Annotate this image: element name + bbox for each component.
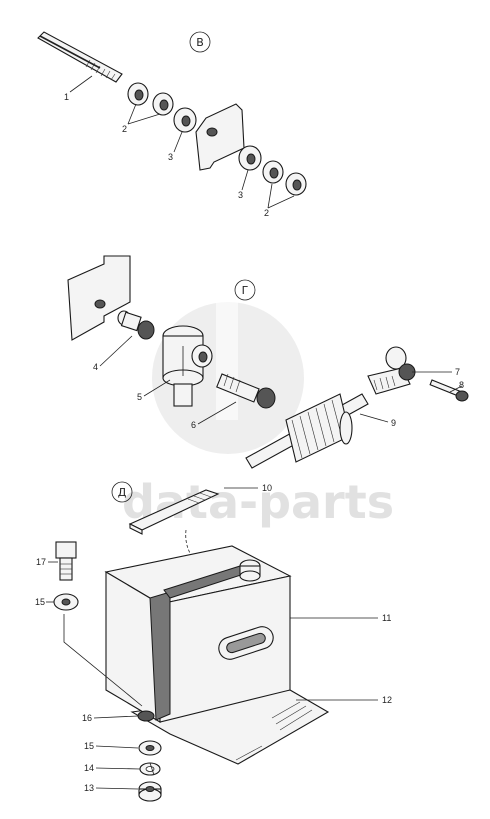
callout-3: 3 [238,190,243,200]
part-5-body [162,325,213,407]
section-d: Д [46,481,378,802]
part-2-nut-lower-a [262,160,284,184]
section-g: Г [67,255,469,469]
part-10-strip [128,489,220,535]
callout-5: 5 [137,392,142,402]
callout-17: 17 [36,557,46,567]
section-b: В [37,31,307,209]
part-2-nut-upper-b [152,92,174,116]
callout-6: 6 [191,420,196,430]
part-8-screw [429,379,469,402]
callout-11: 11 [382,613,391,623]
callout-3: 3 [168,152,173,162]
part-15-washer-lower [138,740,162,756]
part-1-threaded-rod [37,31,123,83]
mounting-plate-g [67,255,131,341]
callout-labels: 1 2 3 3 2 4 5 6 7 8 9 10 11 12 17 15 16 … [35,92,464,793]
callout-1: 1 [64,92,69,102]
part-13-nut [138,781,162,802]
bracket-plate-b [195,103,245,171]
part-7-clamp [367,346,416,395]
callout-14: 14 [84,763,94,773]
section-g-letter: Г [242,284,249,297]
part-14-spring-washer [139,762,161,776]
watermark-text: data-parts [122,475,394,529]
part-17-bolt [55,541,77,581]
callout-9: 9 [391,418,396,428]
section-b-letter: В [196,36,204,49]
callout-12: 12 [382,695,392,705]
section-d-marker [111,481,133,503]
part-6-fitting [216,373,276,409]
callout-15: 15 [35,597,45,607]
part-15-washer-upper [53,593,79,611]
part-3-washer-lower [238,145,262,171]
callout-4: 4 [93,362,98,372]
callout-15: 15 [84,741,94,751]
part-2-nut-upper-a [127,82,149,106]
callout-10: 10 [262,483,272,493]
part-16-bolt-head [137,710,155,722]
part-2-nut-lower-b [285,172,307,196]
callout-7: 7 [455,367,460,377]
part-9-sleeve-strip [245,393,369,469]
section-d-letter: Д [118,486,127,499]
section-g-marker [234,279,256,301]
section-b-marker [189,31,211,53]
part-11-box [104,545,292,723]
callout-2: 2 [122,124,127,134]
part-3-washer-upper [173,107,197,133]
callout-13: 13 [84,783,94,793]
callout-8: 8 [459,380,464,390]
part-4-fitting [117,310,155,340]
callout-2: 2 [264,208,269,218]
callout-16: 16 [82,713,92,723]
